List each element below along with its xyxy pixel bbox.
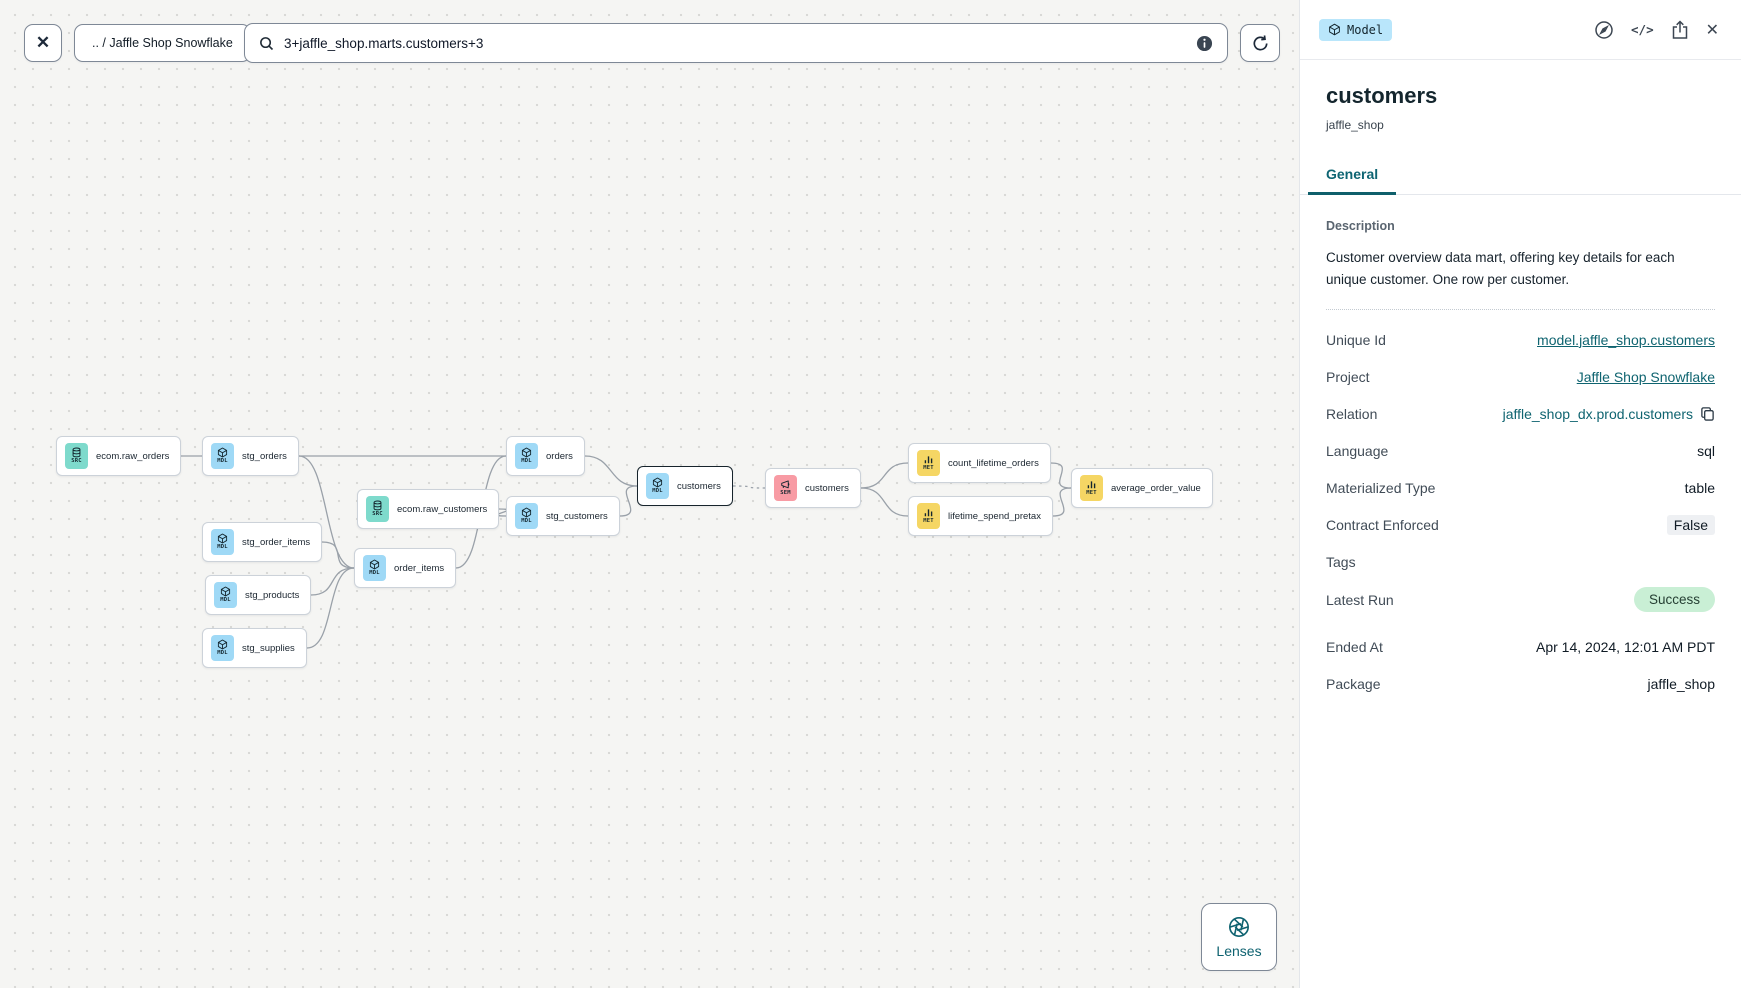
field-value: sql: [1697, 442, 1715, 459]
field-row-relation: Relation jaffle_shop_dx.prod.customers: [1326, 402, 1715, 425]
tab-bar: General: [1300, 166, 1741, 195]
lineage-search[interactable]: 3+jaffle_shop.marts.customers+3: [244, 23, 1228, 63]
field-label: Language: [1326, 442, 1389, 459]
field-value: Apr 14, 2024, 12:01 AM PDT: [1536, 638, 1715, 655]
field-row-language: Language sql: [1326, 439, 1715, 462]
field-label: Unique Id: [1326, 331, 1386, 348]
field-value: jaffle_shop: [1647, 675, 1715, 692]
code-icon[interactable]: </>: [1631, 22, 1654, 37]
database-icon: SRC: [366, 496, 389, 522]
field-row-contract-enforced: Contract Enforced False: [1326, 513, 1715, 536]
field-row-materialized-type: Materialized Type table: [1326, 476, 1715, 499]
lenses-button[interactable]: Lenses: [1201, 903, 1277, 971]
cube-icon: MDL: [515, 503, 538, 529]
field-label: Project: [1326, 368, 1370, 385]
chart-icon: MET: [917, 503, 940, 529]
panel-header: Model </> ✕: [1300, 0, 1741, 60]
page-title: customers: [1326, 83, 1438, 108]
breadcrumb[interactable]: .. / Jaffle Shop Snowflake: [74, 24, 251, 62]
search-input[interactable]: 3+jaffle_shop.marts.customers+3: [284, 35, 484, 51]
explore-compass-icon[interactable]: [1594, 20, 1614, 40]
megaphone-icon: SEM: [774, 475, 797, 501]
copy-icon[interactable]: [1700, 406, 1715, 421]
field-row-unique-id: Unique Id model.jaffle_shop.customers: [1326, 328, 1715, 351]
refresh-icon: [1251, 34, 1270, 53]
cube-icon: MDL: [515, 443, 538, 469]
cube-icon: MDL: [211, 443, 234, 469]
cube-icon: MDL: [211, 529, 234, 555]
chart-icon: MET: [917, 450, 940, 476]
share-icon[interactable]: [1671, 19, 1689, 40]
field-row-project: Project Jaffle Shop Snowflake: [1326, 365, 1715, 388]
chart-icon: MET: [1080, 475, 1103, 501]
field-row-tags: Tags: [1326, 550, 1715, 573]
field-row-package: Package jaffle_shop: [1326, 672, 1715, 695]
details-panel: Model </> ✕ customers jaffle_shop Genera…: [1299, 0, 1741, 988]
field-row-latest-run: Latest Run Success: [1326, 587, 1715, 612]
field-value: table: [1684, 479, 1715, 496]
search-icon: [259, 36, 274, 51]
field-label: Ended At: [1326, 638, 1383, 655]
field-value-link[interactable]: Jaffle Shop Snowflake: [1576, 368, 1715, 385]
field-label: Tags: [1326, 553, 1356, 570]
field-label: Materialized Type: [1326, 479, 1436, 496]
tab-general[interactable]: General: [1308, 166, 1397, 195]
description-text: Customer overview data mart, offering ke…: [1326, 247, 1715, 310]
field-label: Latest Run: [1326, 591, 1394, 608]
refresh-button[interactable]: [1240, 24, 1280, 62]
status-badge: Success: [1633, 587, 1715, 612]
database-icon: SRC: [65, 443, 88, 469]
description-label: Description: [1326, 219, 1395, 233]
cube-icon: MDL: [211, 635, 234, 661]
field-row-ended-at: Ended At Apr 14, 2024, 12:01 AM PDT: [1326, 635, 1715, 658]
field-value-link[interactable]: model.jaffle_shop.customers: [1537, 331, 1715, 348]
resource-type-badge: Model: [1319, 18, 1393, 41]
cube-icon: MDL: [214, 582, 237, 608]
field-label: Package: [1326, 675, 1381, 692]
cube-icon: MDL: [646, 473, 669, 499]
close-panel-icon[interactable]: ✕: [1705, 21, 1719, 39]
field-label: Contract Enforced: [1326, 516, 1439, 533]
aperture-icon: [1227, 915, 1251, 939]
cube-icon: MDL: [363, 555, 386, 581]
cube-icon: [1328, 23, 1341, 36]
lenses-label: Lenses: [1216, 943, 1262, 959]
info-icon[interactable]: [1196, 35, 1213, 52]
field-value-badge: False: [1666, 514, 1715, 535]
close-lineage-button[interactable]: ✕: [24, 24, 62, 62]
field-value: jaffle_shop_dx.prod.customers: [1502, 405, 1693, 422]
package-subtitle: jaffle_shop: [1326, 118, 1384, 132]
field-label: Relation: [1326, 405, 1378, 422]
